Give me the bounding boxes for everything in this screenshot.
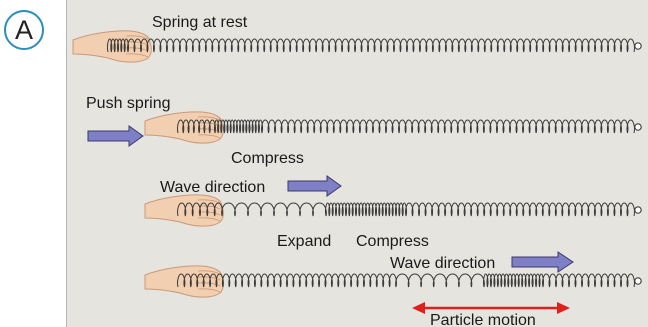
hand-wave1-icon — [144, 194, 224, 227]
spring-wave2 — [177, 273, 642, 288]
spring-push — [177, 119, 642, 134]
wave-direction-arrow-2-icon — [511, 251, 574, 273]
spring-wave1 — [177, 202, 642, 217]
wave-direction-label: Wave direction — [160, 179, 265, 196]
wave-direction-arrow-icon — [287, 175, 342, 197]
push-arrow-icon — [87, 125, 144, 147]
labels-layer: Spring at rest Push spring Compress Wave… — [86, 14, 536, 327]
spring-at-rest-label: Spring at rest — [152, 14, 248, 31]
arrows-layer — [87, 125, 574, 314]
particle-motion-arrow-icon — [412, 302, 570, 314]
springs-layer — [106, 38, 642, 288]
hands-layer — [72, 30, 224, 298]
wave-direction-label-2: Wave direction — [390, 255, 495, 272]
spring-rest — [106, 38, 642, 53]
particle-motion-label: Particle motion — [430, 312, 536, 327]
figure-label-text: A — [14, 14, 33, 45]
push-spring-label: Push spring — [86, 95, 171, 112]
figure-label-badge: A — [4, 10, 44, 50]
compress-label: Compress — [231, 150, 304, 167]
expand-label: Expand — [277, 233, 331, 250]
compress-label-2: Compress — [356, 233, 429, 250]
